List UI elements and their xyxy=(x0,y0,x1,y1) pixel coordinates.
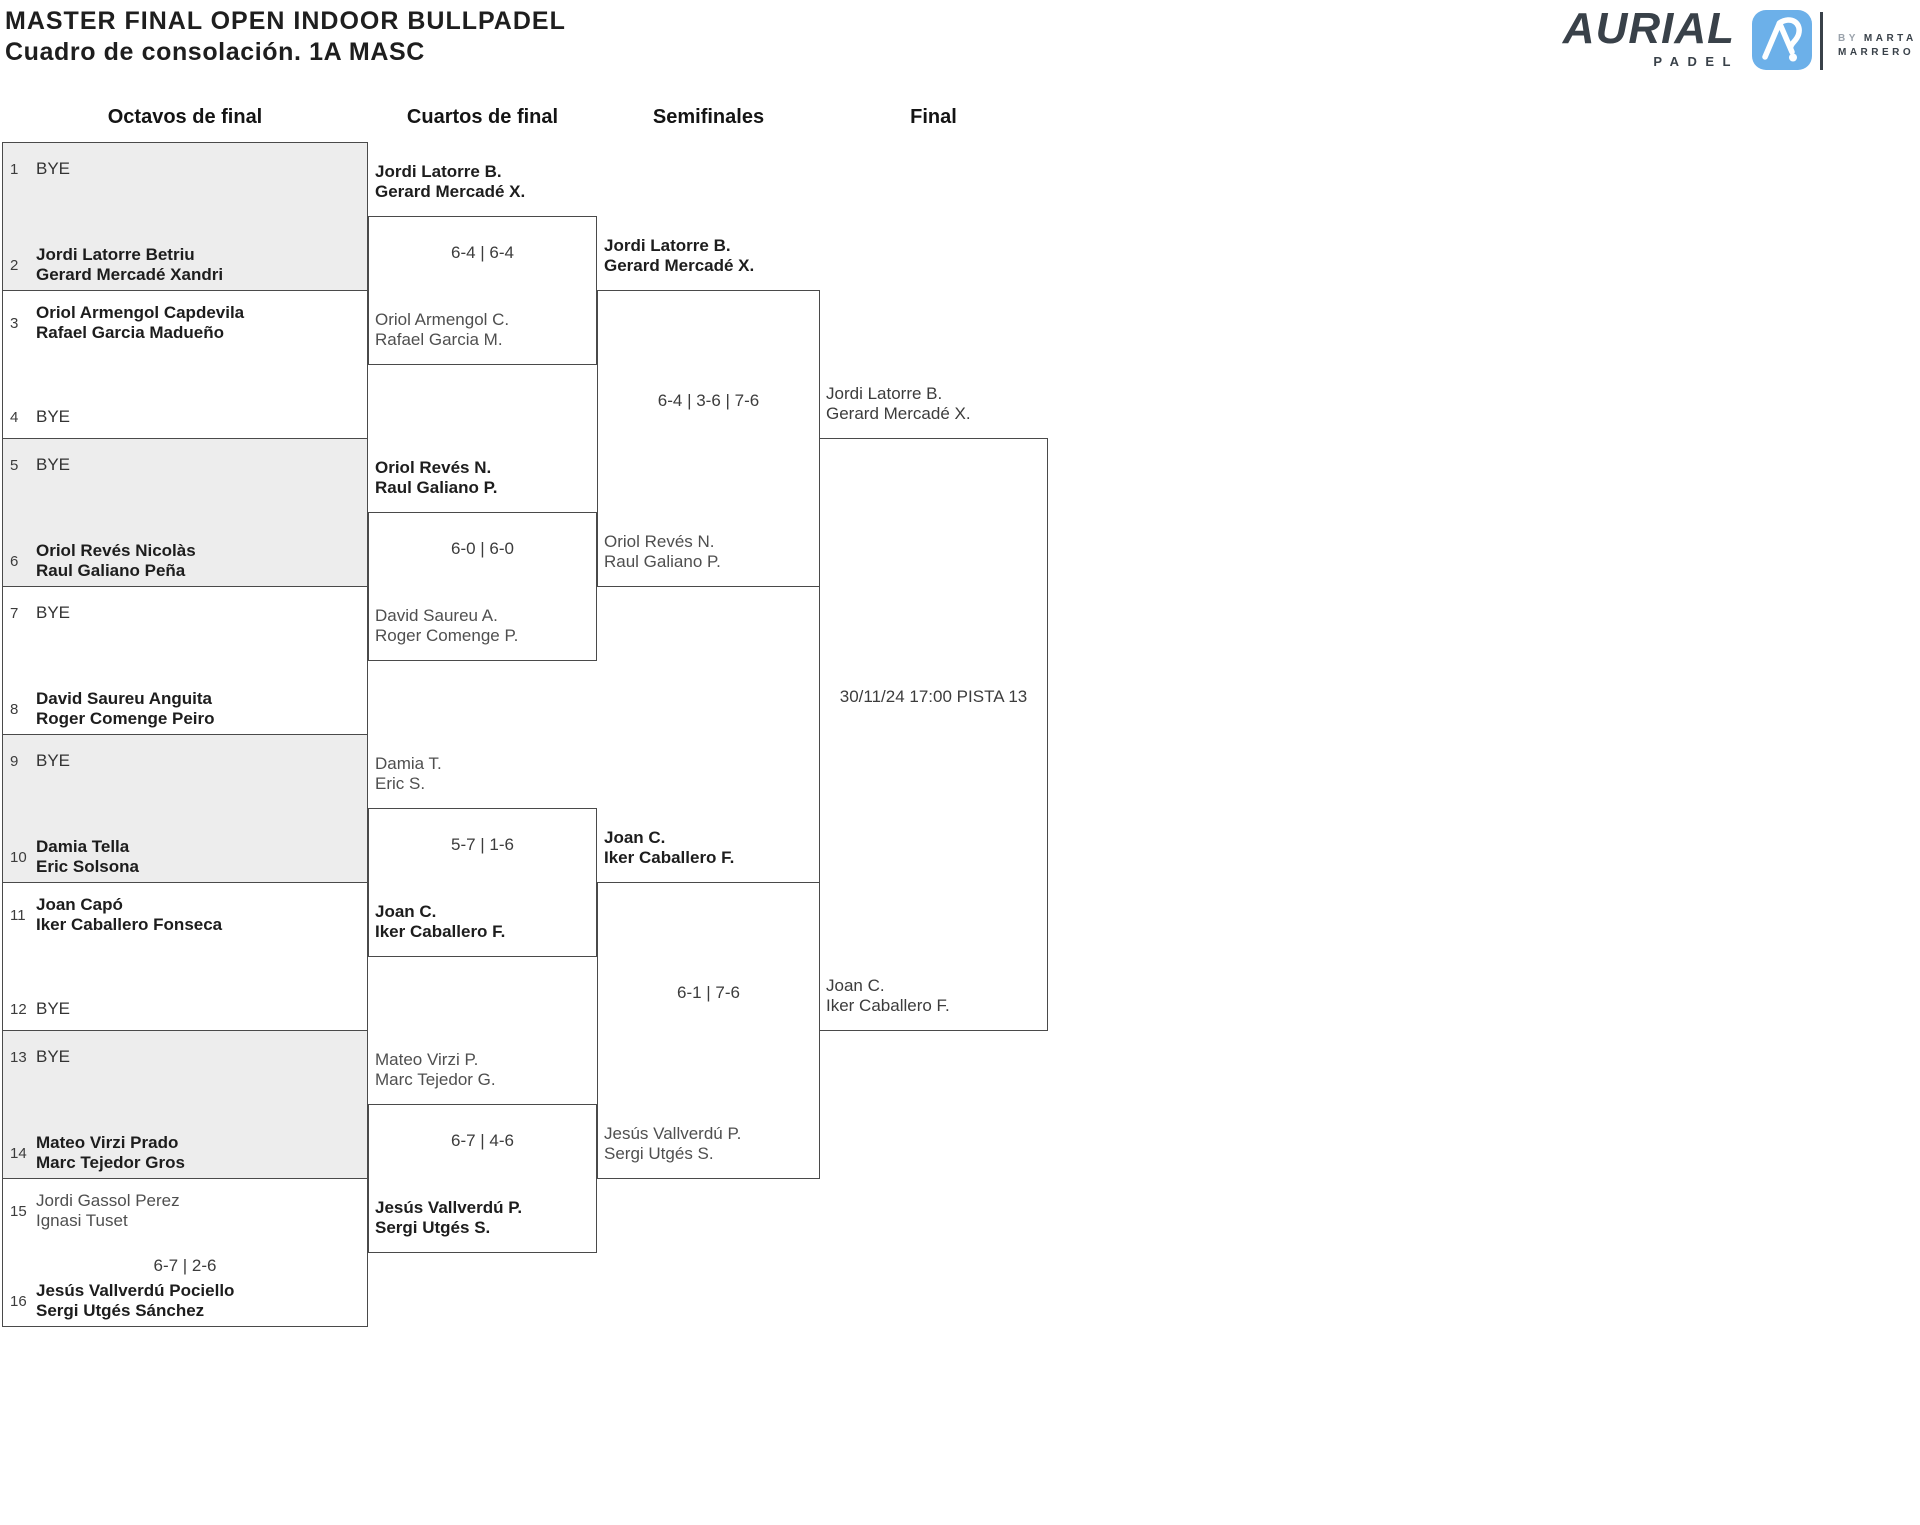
team-label: Jesús Vallverdú P.Sergi Utgés S. xyxy=(375,1198,523,1237)
seed-number: 7 xyxy=(10,604,19,622)
cuartos-match-1-box xyxy=(368,216,597,365)
team-names: Jesús Vallverdú Pociello Sergi Utgés Sán… xyxy=(36,1281,235,1320)
aurial-monogram-icon xyxy=(1752,10,1812,70)
team-names: BYE xyxy=(36,1047,71,1066)
seed-number: 14 xyxy=(10,1144,27,1162)
byline-name-2: MARRERO xyxy=(1838,47,1915,58)
octavos-match-5: 9 BYE 10 Damia Tella Eric Solsona xyxy=(2,734,368,883)
octavos-match-6: 11 Joan Capó Iker Caballero Fonseca 12 B… xyxy=(2,882,368,1031)
team-slot: 15 Jordi Gassol Perez Ignasi Tuset xyxy=(10,1191,180,1231)
team-slot: 9 BYE xyxy=(10,751,70,771)
team-names: Oriol Revés Nicolàs Raul Galiano Peña xyxy=(36,541,196,580)
round-header-octavos: Octavos de final xyxy=(107,106,263,128)
team-label: Jordi Latorre B.Gerard Mercadé X. xyxy=(826,384,971,423)
team-slot: 7 BYE xyxy=(10,603,70,623)
team-label: Mateo Virzi P.Marc Tejedor G. xyxy=(375,1050,496,1089)
match-score: 6-1 | 7-6 xyxy=(676,983,740,1002)
team-slot: 5 BYE xyxy=(10,455,70,475)
octavos-match-8: 15 Jordi Gassol Perez Ignasi Tuset 6-7 |… xyxy=(2,1178,368,1327)
seed-number: 3 xyxy=(10,314,19,332)
team-label: Damia T.Eric S. xyxy=(375,754,442,793)
seed-number: 11 xyxy=(10,906,26,924)
team-names: BYE xyxy=(36,603,71,622)
team-slot: 11 Joan Capó Iker Caballero Fonseca xyxy=(10,895,222,935)
seed-number: 2 xyxy=(10,256,19,274)
team-label: Jesús Vallverdú P.Sergi Utgés S. xyxy=(604,1124,742,1163)
seed-number: 6 xyxy=(10,552,19,570)
aurial-padel-wordmark: PADEL xyxy=(1653,54,1739,69)
byline-name-1: MARTA xyxy=(1863,33,1917,44)
seed-number: 10 xyxy=(10,848,27,866)
team-names: Mateo Virzi Prado Marc Tejedor Gros xyxy=(36,1133,185,1172)
match-score: 6-4 | 3-6 | 7-6 xyxy=(657,391,760,410)
team-label: Joan C.Iker Caballero F. xyxy=(604,828,735,867)
cuartos-match-4-box xyxy=(368,1104,597,1253)
match-score: 6-0 | 6-0 xyxy=(450,539,514,558)
team-names: BYE xyxy=(36,455,71,474)
team-label: Jordi Latorre B.Gerard Mercadé X. xyxy=(375,162,526,201)
cuartos-match-3-box xyxy=(368,808,597,957)
match-score: 6-4 | 6-4 xyxy=(450,243,514,262)
team-slot: 16 Jesús Vallverdú Pociello Sergi Utgés … xyxy=(10,1281,234,1321)
team-label: Oriol Revés N.Raul Galiano P. xyxy=(375,458,498,497)
team-names: David Saureu Anguita Roger Comenge Peiro xyxy=(36,689,215,728)
round-header-cuartos: Cuartos de final xyxy=(406,106,559,128)
team-names: Damia Tella Eric Solsona xyxy=(36,837,139,876)
team-slot: 2 Jordi Latorre Betriu Gerard Mercadé Xa… xyxy=(10,245,223,285)
final-schedule: 30/11/24 17:00 PISTA 13 xyxy=(839,687,1028,706)
team-slot: 13 BYE xyxy=(10,1047,70,1067)
match-score: 6-7 | 2-6 xyxy=(153,1256,217,1275)
seed-number: 13 xyxy=(10,1048,27,1066)
seed-number: 1 xyxy=(10,160,19,178)
seed-number: 12 xyxy=(10,1000,27,1018)
octavos-match-7: 13 BYE 14 Mateo Virzi Prado Marc Tejedor… xyxy=(2,1030,368,1179)
team-label: Jordi Latorre B.Gerard Mercadé X. xyxy=(604,236,755,275)
seed-number: 9 xyxy=(10,752,19,770)
final-box xyxy=(819,438,1048,1031)
team-names: BYE xyxy=(36,999,71,1018)
octavos-match-4: 7 BYE 8 David Saureu Anguita Roger Comen… xyxy=(2,586,368,735)
team-slot: 6 Oriol Revés Nicolàs Raul Galiano Peña xyxy=(10,541,196,581)
team-slot: 14 Mateo Virzi Prado Marc Tejedor Gros xyxy=(10,1133,185,1173)
team-label: Oriol Revés N.Raul Galiano P. xyxy=(604,532,721,571)
page-subtitle: Cuadro de consolación. 1A MASC xyxy=(5,38,425,66)
team-names: Oriol Armengol Capdevila Rafael Garcia M… xyxy=(36,303,245,342)
team-label: Joan C.Iker Caballero F. xyxy=(826,976,950,1015)
octavos-match-2: 3 Oriol Armengol Capdevila Rafael Garcia… xyxy=(2,290,368,439)
match-score: 5-7 | 1-6 xyxy=(450,835,514,854)
octavos-match-3: 5 BYE 6 Oriol Revés Nicolàs Raul Galiano… xyxy=(2,438,368,587)
round-header-final: Final xyxy=(910,106,957,128)
team-slot: 4 BYE xyxy=(10,407,70,427)
team-slot: 1 BYE xyxy=(10,159,70,179)
team-label: Joan C.Iker Caballero F. xyxy=(375,902,506,941)
logo-byline: BY MARTA MARRERO xyxy=(1838,32,1917,60)
round-header-semifinales: Semifinales xyxy=(652,106,765,128)
team-slot: 3 Oriol Armengol Capdevila Rafael Garcia… xyxy=(10,303,244,343)
seed-number: 4 xyxy=(10,408,19,426)
team-label: David Saureu A.Roger Comenge P. xyxy=(375,606,519,645)
team-names: Jordi Latorre Betriu Gerard Mercadé Xand… xyxy=(36,245,224,284)
team-names: BYE xyxy=(36,159,71,178)
team-names: Jordi Gassol Perez Ignasi Tuset xyxy=(36,1191,180,1230)
cuartos-match-2-box xyxy=(368,512,597,661)
seed-number: 15 xyxy=(10,1202,27,1220)
team-names: BYE xyxy=(36,751,71,770)
page-title: MASTER FINAL OPEN INDOOR BULLPADEL xyxy=(5,7,566,35)
match-score: 6-7 | 4-6 xyxy=(450,1131,514,1150)
aurial-logo: AURIAL PADEL BY MARTA MARRERO xyxy=(1550,4,1920,80)
aurial-wordmark: AURIAL xyxy=(1562,4,1735,53)
team-label: Oriol Armengol C.Rafael Garcia M. xyxy=(375,310,510,349)
team-names: BYE xyxy=(36,407,71,426)
octavos-match-1: 1 BYE 2 Jordi Latorre Betriu Gerard Merc… xyxy=(2,142,368,291)
team-names: Joan Capó Iker Caballero Fonseca xyxy=(36,895,223,934)
byline-by: BY xyxy=(1838,33,1859,44)
logo-divider xyxy=(1820,12,1823,70)
team-slot: 10 Damia Tella Eric Solsona xyxy=(10,837,139,877)
team-slot: 8 David Saureu Anguita Roger Comenge Pei… xyxy=(10,689,215,729)
seed-number: 5 xyxy=(10,456,19,474)
seed-number: 16 xyxy=(10,1292,27,1310)
seed-number: 8 xyxy=(10,700,19,718)
team-slot: 12 BYE xyxy=(10,999,70,1019)
